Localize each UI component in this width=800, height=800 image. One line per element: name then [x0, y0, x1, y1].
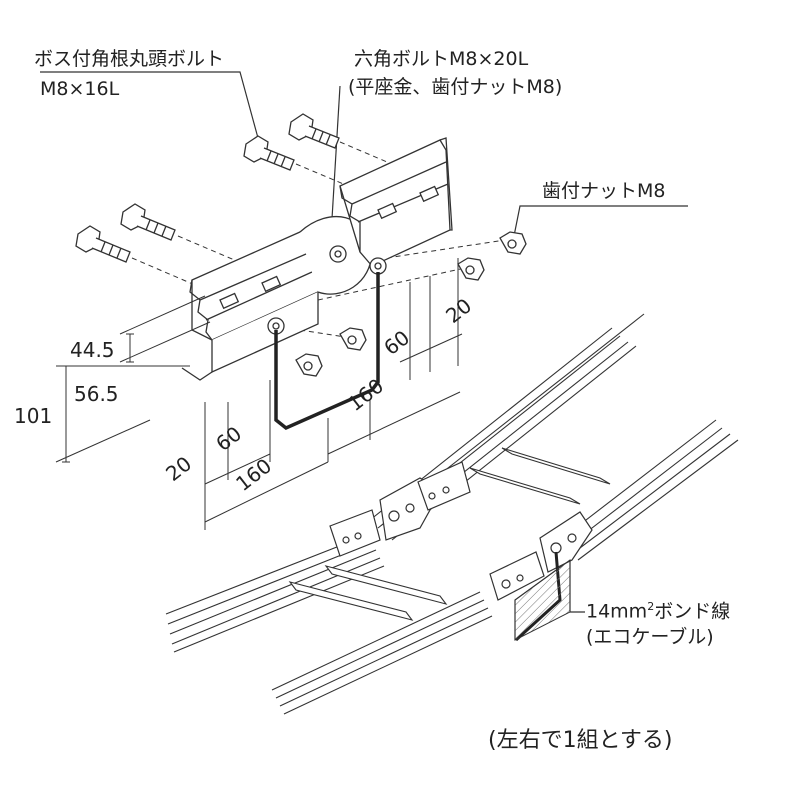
- rung-upper: [469, 467, 581, 505]
- nut-upper-right: [499, 231, 527, 255]
- bolt-2: [243, 135, 295, 171]
- nut-center: [339, 327, 367, 351]
- boss-bolts: [75, 113, 340, 263]
- nuts: [267, 231, 527, 377]
- rung-lower-2: [324, 565, 448, 605]
- nut-right: [457, 257, 485, 281]
- bond-wire-cover: [514, 559, 571, 641]
- bolt-1: [288, 113, 340, 149]
- footer-note: (左右で1組とする): [488, 728, 673, 753]
- nut-lower: [295, 353, 323, 377]
- dimension-lines: [55, 258, 463, 530]
- tray-joint-upper-right: [539, 511, 593, 573]
- ladder-tray-lower: [165, 533, 493, 715]
- bolt-head-hinge: [329, 245, 347, 263]
- boss-bolt-size-label: M8×16L: [40, 78, 120, 100]
- bond-wire-size: 14mm: [586, 600, 648, 623]
- bolt-4: [75, 225, 131, 263]
- bolt-3: [120, 203, 176, 241]
- boss-bolt-label: ボス付角根丸頭ボルト: [34, 48, 225, 70]
- boss-bolt-leader: [40, 71, 259, 139]
- dim-44-5: 44.5: [70, 338, 115, 362]
- nut-leader: [513, 205, 688, 237]
- nut-label: 歯付ナットM8: [542, 180, 666, 202]
- bolt-head-plate: [267, 257, 387, 335]
- tray-joint-lower-right: [489, 551, 545, 601]
- bond-wire-label: 14mm2ボンド線: [586, 596, 730, 622]
- bond-wire-joint: [274, 272, 380, 431]
- rung-lower: [288, 581, 414, 621]
- dim-101: 101: [14, 404, 53, 428]
- bond-wire-sup: 2: [647, 600, 655, 613]
- dim-56-5: 56.5: [74, 382, 119, 406]
- bond-wire-note-label: (エコケーブル): [586, 626, 714, 648]
- joint-plates: [181, 137, 453, 381]
- bond-wire-name: ボンド線: [654, 600, 731, 623]
- tray-joint-lower-left: [329, 509, 381, 557]
- tray-joints: [329, 461, 593, 601]
- hex-bolt-label: 六角ボルトM8×20L: [354, 48, 529, 70]
- rung-upper-2: [501, 447, 611, 485]
- hex-bolt-note-label: (平座金、歯付ナットM8): [348, 76, 563, 98]
